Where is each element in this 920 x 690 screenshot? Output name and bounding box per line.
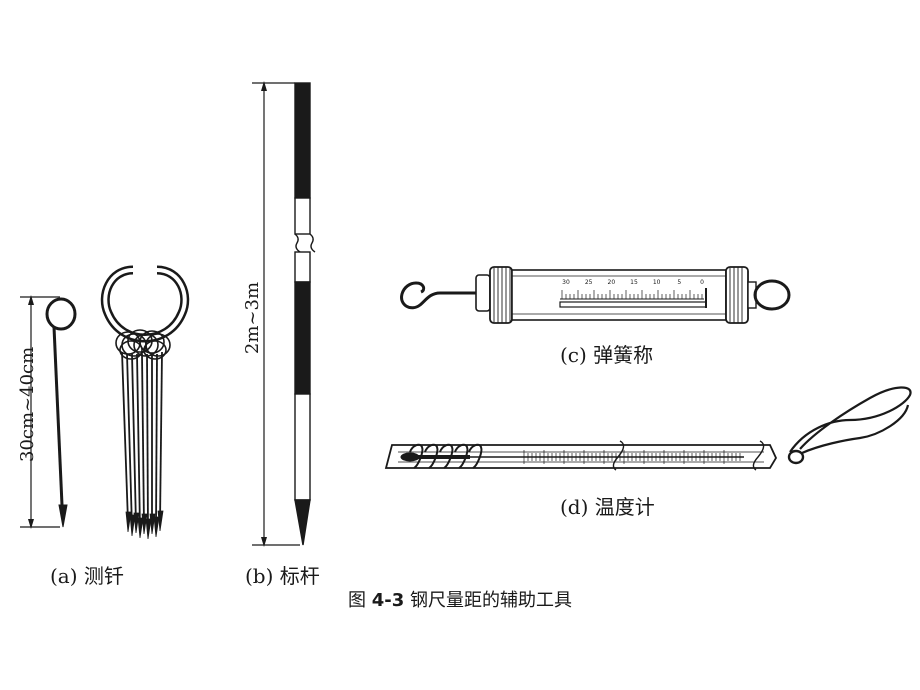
- pin-dimension-line: [20, 295, 60, 529]
- pin-length-label: 30cm~40cm: [17, 346, 38, 462]
- scale-number: 10: [653, 279, 661, 286]
- figure-caption: 图 4-3 钢尺量距的辅助工具: [0, 592, 920, 610]
- thermometer-drawing: [384, 386, 912, 471]
- label-range-pole: (b) 标杆: [245, 564, 320, 588]
- scale-number: 30: [562, 279, 570, 286]
- scale-number: 20: [608, 279, 616, 286]
- single-pin-drawing: [45, 297, 77, 528]
- caption-prefix: 图: [348, 590, 366, 611]
- spring-balance-drawing: 30 25 20 15 10 5 0: [400, 266, 791, 324]
- pin-bundle-drawing: [100, 265, 190, 540]
- range-pole-drawing: [294, 82, 316, 546]
- caption-text: 钢尺量距的辅助工具: [410, 590, 572, 611]
- scale-number: 0: [700, 279, 704, 286]
- label-spring-balance: (c) 弹簧称: [560, 343, 654, 367]
- pole-dimension-line: [252, 81, 300, 547]
- caption-number: 4-3: [371, 590, 405, 611]
- scale-number: 25: [585, 279, 593, 286]
- pole-length-label: 2m~3m: [242, 281, 263, 355]
- scale-number: 5: [677, 279, 681, 286]
- scale-number: 15: [630, 279, 638, 286]
- label-thermometer: (d) 温度计: [560, 495, 655, 519]
- label-surveying-pin: (a) 测钎: [50, 564, 124, 588]
